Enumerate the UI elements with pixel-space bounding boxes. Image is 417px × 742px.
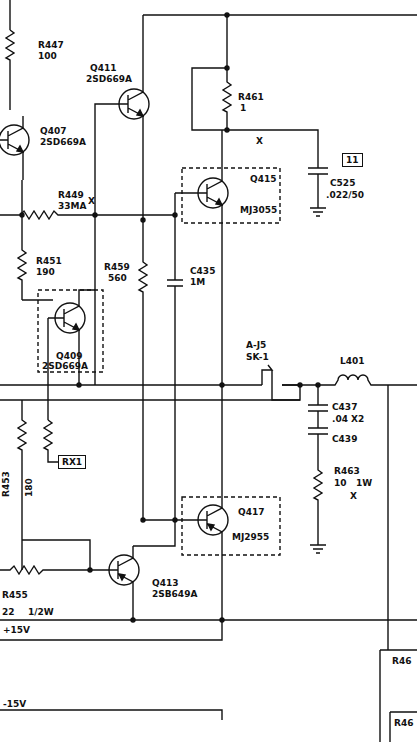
value-label: 33MA xyxy=(58,201,86,211)
part-label: Q409 xyxy=(56,351,82,361)
value-label: 2SD669A xyxy=(42,361,88,371)
value-label: -15V xyxy=(3,699,26,709)
part-label: Q407 xyxy=(40,126,66,136)
boxed-label: 11 xyxy=(342,153,363,167)
value-label: .022/50 xyxy=(326,190,364,200)
value-label: 100 xyxy=(38,51,57,61)
part-label: C525 xyxy=(330,178,355,188)
part-label: R453 xyxy=(1,471,11,497)
value-label: MJ3055 xyxy=(240,205,277,215)
value-label: 180 xyxy=(24,478,34,497)
part-label: R46 xyxy=(394,718,413,728)
box-text: RX1 xyxy=(62,457,82,467)
part-label: A-J5 xyxy=(246,340,266,350)
part-label: R451 xyxy=(36,256,62,266)
value-label: 1 xyxy=(240,103,246,113)
part-label: Q417 xyxy=(238,507,264,517)
box-text: 11 xyxy=(346,155,359,165)
value-label: 2SB649A xyxy=(152,589,197,599)
part-label: Q415 xyxy=(250,174,276,184)
value-label: X xyxy=(350,491,357,501)
part-label: R463 xyxy=(334,466,360,476)
value-label: 22 xyxy=(2,607,15,617)
value-label: 10 xyxy=(334,478,347,488)
part-label: C435 xyxy=(190,266,215,276)
part-label: R461 xyxy=(238,92,264,102)
part-label: C437 xyxy=(332,402,357,412)
value-label: X xyxy=(256,136,263,146)
part-label: R455 xyxy=(2,590,28,600)
value-label: .04 X2 xyxy=(332,414,364,424)
value-label: X xyxy=(88,196,95,206)
part-label: R459 xyxy=(104,262,130,272)
part-label: Q413 xyxy=(152,578,178,588)
part-label: R449 xyxy=(58,190,84,200)
part-label: L401 xyxy=(340,356,365,366)
value-label: 1/2W xyxy=(28,607,54,617)
value-label: 190 xyxy=(36,267,55,277)
value-label: 1M xyxy=(190,277,205,287)
part-label: R46 xyxy=(392,656,411,666)
value-label: 2SD669A xyxy=(86,74,132,84)
part-label: C439 xyxy=(332,434,357,444)
boxed-label: RX1 xyxy=(58,455,86,469)
part-label: Q411 xyxy=(90,63,116,73)
value-label: 2SD669A xyxy=(40,137,86,147)
part-label: R447 xyxy=(38,40,64,50)
value-label: 1W xyxy=(356,478,372,488)
value-label: +15V xyxy=(3,625,30,635)
value-label: MJ2955 xyxy=(232,532,269,542)
value-label: 560 xyxy=(108,273,127,283)
value-label: SK-1 xyxy=(246,352,269,362)
